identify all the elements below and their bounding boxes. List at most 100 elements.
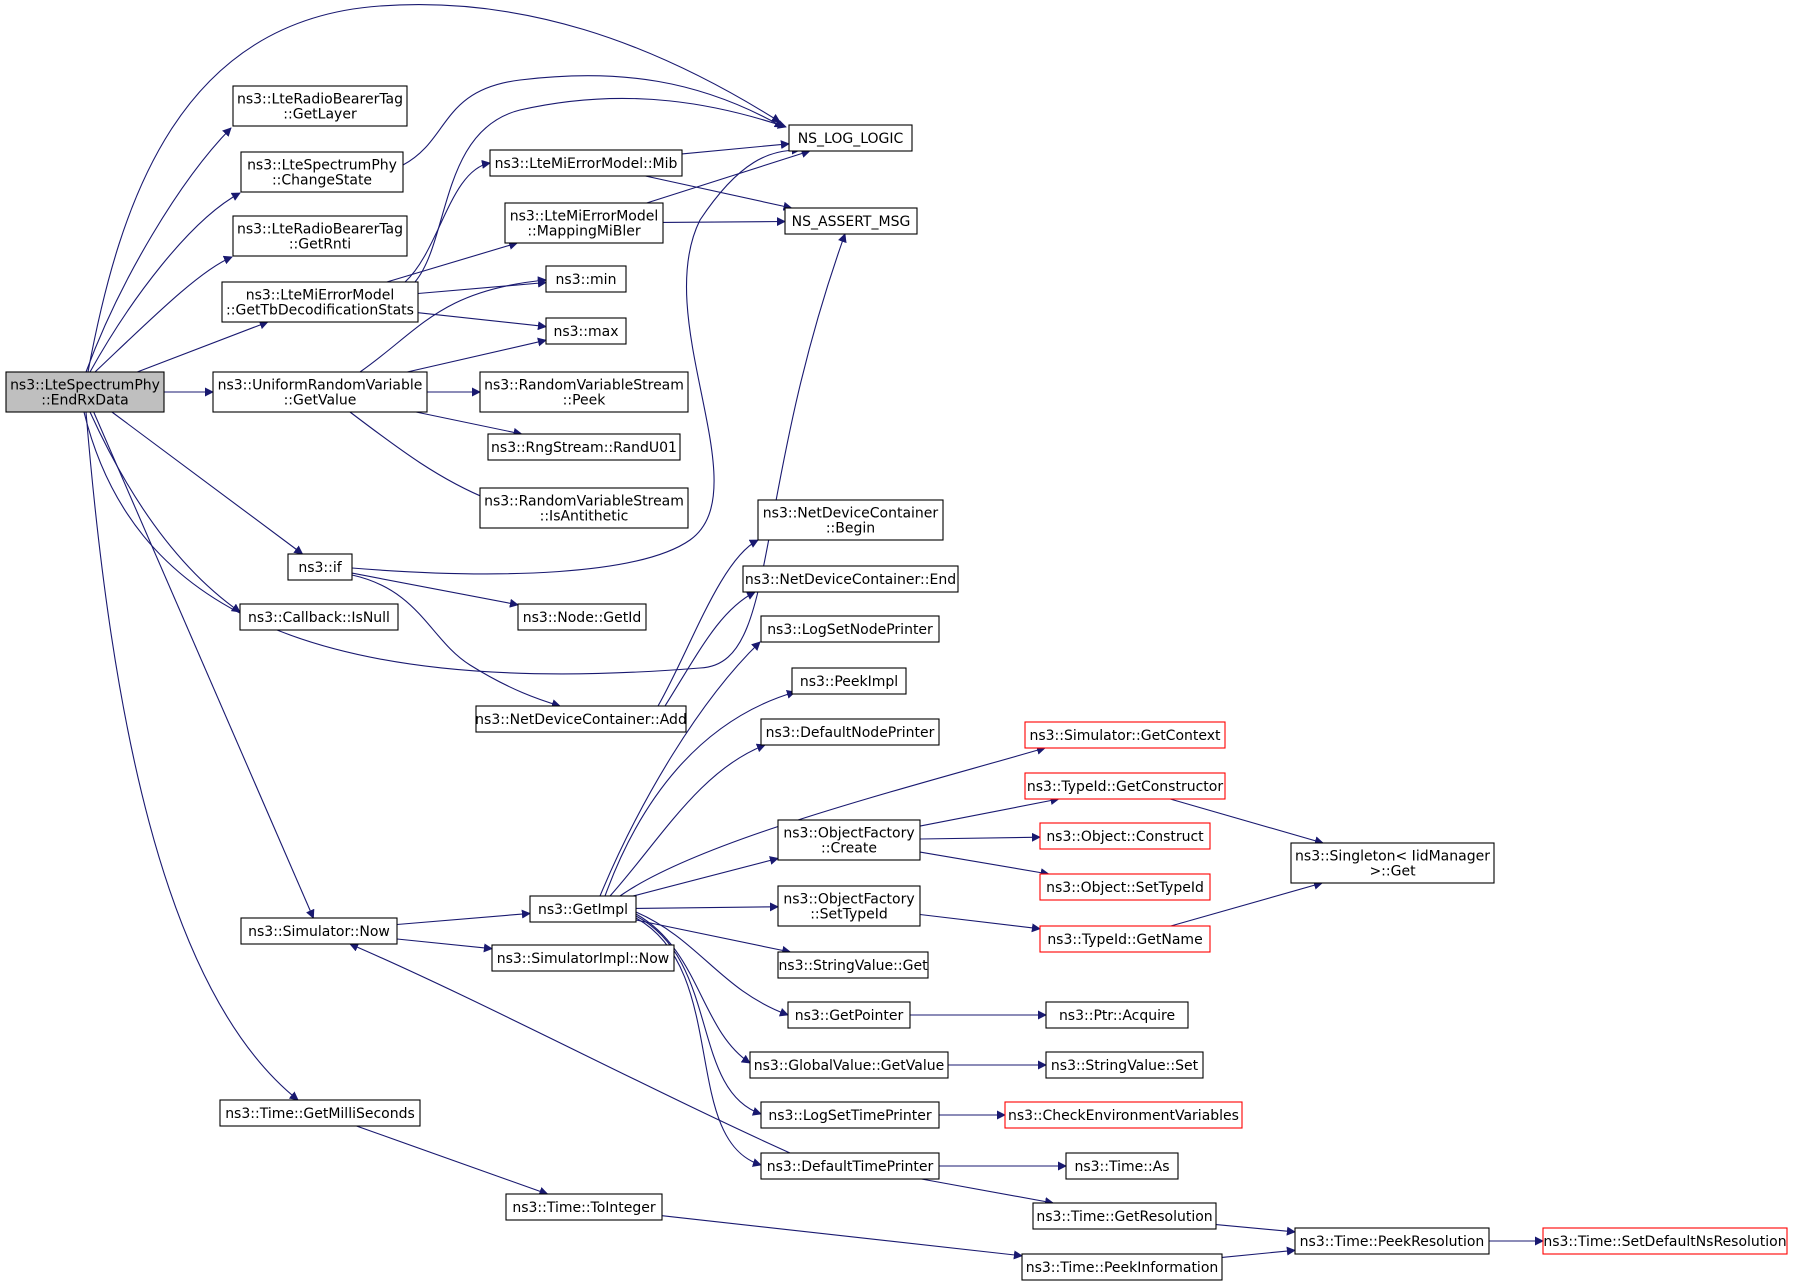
node-default-node-printer[interactable]: ns3::DefaultNodePrinter (760, 718, 940, 746)
node-label: ns3::Time::SetDefaultNsResolution (1543, 1234, 1786, 1250)
node-get-pointer[interactable]: ns3::GetPointer (787, 1001, 911, 1029)
edge-typeid_get_constructor-to-singleton_get (1170, 798, 1324, 846)
node-label: ns3::RandomVariableStream (484, 378, 684, 394)
node-max[interactable]: ns3::max (545, 317, 627, 345)
node-ns3-if[interactable]: ns3::if (287, 553, 353, 581)
node-label: ns3::Singleton< IidManager (1295, 849, 1490, 865)
node-time-as[interactable]: ns3::Time::As (1065, 1152, 1179, 1180)
edge-ns3_if-to-ndc_add (351, 574, 561, 708)
edge-root-to-get_rnti (94, 255, 233, 373)
node-change-state[interactable]: ns3::LteSpectrumPhy::ChangeState (240, 151, 404, 193)
node-default-time-printer[interactable]: ns3::DefaultTimePrinter (760, 1152, 940, 1180)
edge-simulator_now-to-simimpl_now (396, 938, 493, 953)
node-label: ns3::LogSetNodePrinter (767, 622, 933, 638)
node-label: ns3::LteRadioBearerTag (237, 222, 403, 238)
node-randu01[interactable]: ns3::RngStream::RandU01 (487, 433, 681, 461)
node-label: ns3::Object::Construct (1046, 829, 1204, 845)
node-time-peek-resolution[interactable]: ns3::Time::PeekResolution (1294, 1227, 1490, 1255)
node-ns-log-logic[interactable]: NS_LOG_LOGIC (788, 124, 913, 152)
edge-get_impl-to-peek_impl (604, 689, 796, 897)
node-globalvalue-getvalue[interactable]: ns3::GlobalValue::GetValue (749, 1051, 949, 1079)
node-ndc-end[interactable]: ns3::NetDeviceContainer::End (742, 565, 959, 593)
edge-mib-to-ns_assert_msg (645, 175, 793, 211)
node-typeid-get-constructor[interactable]: ns3::TypeId::GetConstructor (1024, 772, 1226, 800)
node-ns-assert-msg[interactable]: NS_ASSERT_MSG (784, 207, 918, 235)
node-time-set-default-ns[interactable]: ns3::Time::SetDefaultNsResolution (1542, 1227, 1788, 1255)
node-ndc-add[interactable]: ns3::NetDeviceContainer::Add (475, 705, 687, 733)
node-label: ns3::LteSpectrumPhy (247, 158, 397, 174)
node-label: ::GetTbDecodificationStats (226, 303, 414, 319)
node-label: ns3::Node::GetId (523, 610, 641, 626)
node-get-layer[interactable]: ns3::LteRadioBearerTag::GetLayer (232, 85, 408, 127)
edge-get_impl-to-default_node_printer (609, 743, 766, 897)
node-label: ns3::UniformRandomVariable (218, 378, 423, 394)
node-label: ns3::LteMiErrorModel::Mib (495, 156, 678, 172)
edge-root-to-simulator_now (93, 411, 315, 919)
edge-time_get_ms-to-time_to_integer (356, 1125, 549, 1196)
edge-root-to-callback_isnull (89, 411, 241, 613)
edge-ndc_add-to-ndc_end (664, 591, 756, 707)
node-typeid-get-name[interactable]: ns3::TypeId::GetName (1039, 925, 1211, 953)
node-label: ns3::RandomVariableStream (484, 494, 684, 510)
edge-get_tb_stats-to-ns_log_logic (414, 97, 787, 283)
node-label: ::GetLayer (283, 107, 357, 123)
node-label: ::EndRxData (41, 393, 128, 409)
node-time-get-ms[interactable]: ns3::Time::GetMilliSeconds (219, 1099, 421, 1127)
node-time-get-resolution[interactable]: ns3::Time::GetResolution (1032, 1202, 1217, 1230)
node-simimpl-now[interactable]: ns3::SimulatorImpl::Now (491, 944, 675, 972)
edge-uniform_getvalue-to-max (407, 337, 547, 373)
edge-get_impl-to-log_set_time_printer (635, 915, 762, 1116)
node-ptr-acquire[interactable]: ns3::Ptr::Acquire (1045, 1001, 1189, 1029)
node-objfactory-set-typeid[interactable]: ns3::ObjectFactory::SetTypeId (777, 885, 921, 927)
node-mapping-mibler[interactable]: ns3::LteMiErrorModel::MappingMiBler (504, 202, 664, 244)
node-callback-isnull[interactable]: ns3::Callback::IsNull (239, 603, 399, 631)
node-label: ns3::ObjectFactory (783, 892, 914, 908)
node-get-impl[interactable]: ns3::GetImpl (529, 895, 637, 923)
node-log-set-node-printer[interactable]: ns3::LogSetNodePrinter (760, 615, 940, 643)
edge-root-to-ns_log_logic (87, 4, 781, 373)
node-singleton-get[interactable]: ns3::Singleton< IidManager >::Get (1290, 842, 1495, 884)
node-check-env-vars[interactable]: ns3::CheckEnvironmentVariables (1004, 1101, 1243, 1129)
edge-mapping_mibler-to-ns_log_logic (646, 149, 811, 204)
edge-get_impl-to-get_pointer (635, 911, 789, 1017)
node-label: ns3::NetDeviceContainer::End (745, 572, 956, 588)
node-label: ns3::DefaultNodePrinter (766, 725, 935, 741)
node-label: NS_ASSERT_MSG (792, 214, 911, 230)
node-peek-impl[interactable]: ns3::PeekImpl (791, 667, 907, 695)
edge-mib-to-ns_log_logic (681, 140, 790, 155)
node-is-antithetic[interactable]: ns3::RandomVariableStream::IsAntithetic (479, 487, 689, 529)
node-node-getid[interactable]: ns3::Node::GetId (517, 603, 647, 631)
edge-root-to-ns3_if (111, 411, 304, 555)
node-objfactory-create[interactable]: ns3::ObjectFactory::Create (777, 819, 921, 861)
node-sim-get-context[interactable]: ns3::Simulator::GetContext (1024, 721, 1226, 749)
edge-objfactory_create-to-typeid_get_constructor (919, 796, 1060, 827)
node-uniform-getvalue[interactable]: ns3::UniformRandomVariable::GetValue (212, 371, 428, 413)
node-simulator-now[interactable]: ns3::Simulator::Now (240, 917, 398, 945)
node-stringvalue-set[interactable]: ns3::StringValue::Set (1045, 1051, 1204, 1079)
edge-uniform_getvalue-to-is_antithetic (349, 411, 491, 502)
edge-ns3_if-to-ns_log_logic (351, 145, 801, 575)
edge-root-to-get_tb_stats (137, 320, 269, 373)
node-object-set-typeid[interactable]: ns3::Object::SetTypeId (1039, 873, 1211, 901)
node-min[interactable]: ns3::min (545, 265, 627, 293)
edge-root-to-ns_assert_msg (83, 233, 847, 675)
node-time-to-integer[interactable]: ns3::Time::ToInteger (505, 1193, 663, 1221)
edge-root-to-change_state (89, 192, 241, 373)
node-object-construct[interactable]: ns3::Object::Construct (1039, 822, 1211, 850)
node-label: ns3::LteMiErrorModel (246, 288, 395, 304)
node-label: ns3::Time::GetMilliSeconds (225, 1106, 415, 1122)
node-label: ::MappingMiBler (527, 224, 641, 240)
node-rvs-peek[interactable]: ns3::RandomVariableStream::Peek (479, 371, 689, 413)
node-get-rnti[interactable]: ns3::LteRadioBearerTag::GetRnti (232, 215, 408, 257)
node-root: ns3::LteSpectrumPhy::EndRxData (5, 371, 165, 413)
node-mib[interactable]: ns3::LteMiErrorModel::Mib (489, 149, 683, 177)
node-get-tb-stats[interactable]: ns3::LteMiErrorModel::GetTbDecodificatio… (221, 281, 419, 323)
node-label: ns3::if (298, 560, 342, 576)
node-time-peek-information[interactable]: ns3::Time::PeekInformation (1021, 1253, 1223, 1281)
node-stringvalue-get[interactable]: ns3::StringValue::Get (777, 951, 929, 979)
node-ndc-begin[interactable]: ns3::NetDeviceContainer::Begin (757, 499, 944, 541)
node-label: ns3::Time::PeekInformation (1026, 1260, 1219, 1276)
node-log-set-time-printer[interactable]: ns3::LogSetTimePrinter (760, 1101, 940, 1129)
edge-get_impl-to-objfactory_set_typeid (635, 902, 779, 912)
